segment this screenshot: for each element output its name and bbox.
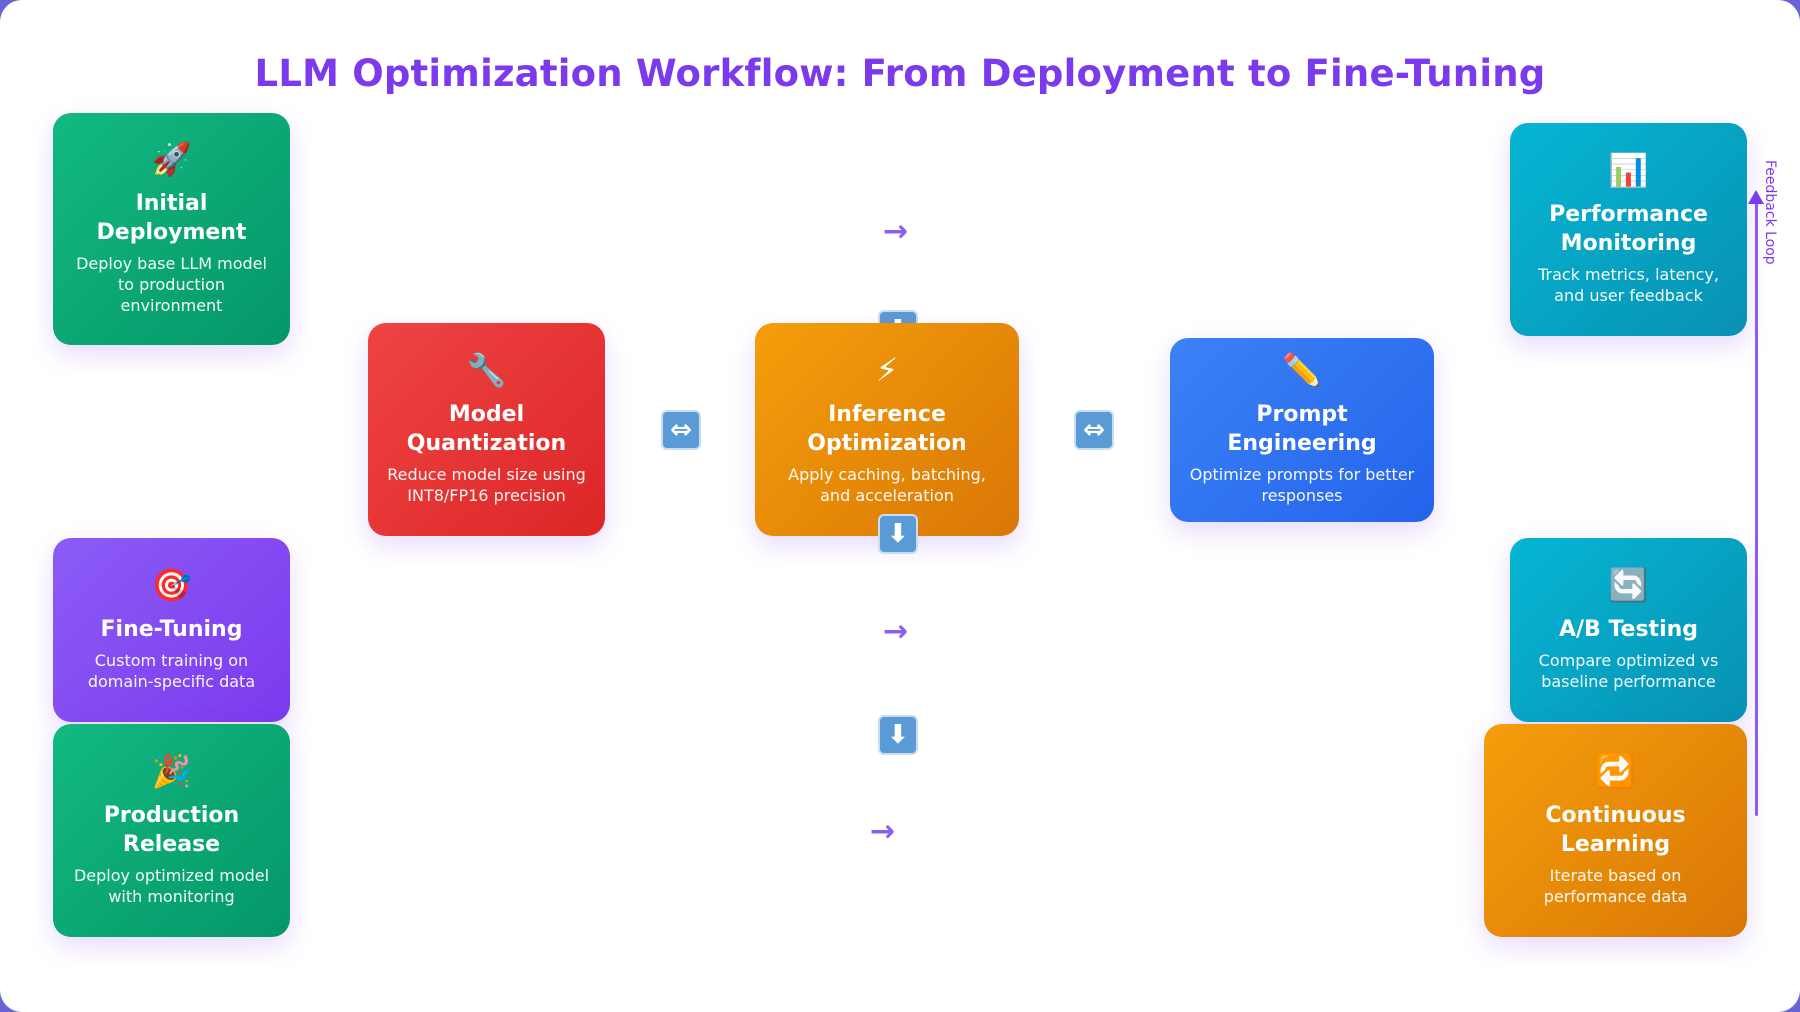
down-arrow-icon: ⬇: [878, 514, 918, 554]
right-arrow-icon: →: [883, 214, 909, 249]
node-description: Custom training on domain-specific data: [87, 650, 256, 691]
node-description: Track metrics, latency, and user feedbac…: [1538, 264, 1719, 305]
node-title: A/B Testing: [1558, 616, 1699, 642]
lightning-icon: ⚡: [875, 350, 899, 389]
node-continuous-learning[interactable]: 🔁 Continuous Learning Iterate based on p…: [1484, 724, 1747, 937]
node-description: Deploy optimized model with monitoring: [73, 865, 270, 906]
repeat-icon: 🔁: [1595, 751, 1636, 790]
node-title: Performance Monitoring: [1549, 201, 1708, 256]
node-initial-deployment[interactable]: 🚀 Initial Deployment Deploy base LLM mod…: [53, 113, 290, 345]
node-description: Iterate based on performance data: [1543, 865, 1688, 906]
left-right-arrow-icon: ⇔: [661, 410, 701, 450]
node-fine-tuning[interactable]: 🎯 Fine-Tuning Custom training on domain-…: [53, 538, 290, 722]
party-popper-icon: 🎉: [151, 751, 192, 790]
left-right-arrow-icon: ⇔: [1074, 410, 1114, 450]
node-description: Compare optimized vs baseline performanc…: [1538, 650, 1719, 691]
node-title: Fine-Tuning: [100, 616, 243, 642]
node-description: Deploy base LLM model to production envi…: [76, 253, 267, 315]
node-production-release[interactable]: 🎉 Production Release Deploy optimized mo…: [53, 724, 290, 937]
down-arrow-icon: ⬇: [878, 715, 918, 755]
target-icon: 🎯: [151, 565, 192, 604]
node-description: Optimize prompts for better responses: [1189, 465, 1415, 505]
node-model-quantization[interactable]: 🔧 Model Quantization Reduce model size u…: [368, 323, 605, 536]
feedback-loop-line: [1755, 196, 1758, 816]
wrench-icon: 🔧: [466, 350, 507, 389]
node-inference-optimization[interactable]: ⚡ Inference Optimization Apply caching, …: [755, 323, 1019, 536]
diagram-title: LLM Optimization Workflow: From Deployme…: [254, 52, 1546, 95]
rocket-icon: 🚀: [151, 139, 192, 178]
feedback-loop-label: Feedback Loop: [1762, 160, 1778, 265]
refresh-icon: 🔄: [1608, 565, 1649, 604]
bar-chart-icon: 📊: [1608, 150, 1649, 189]
right-arrow-icon: →: [883, 614, 909, 649]
node-performance-monitoring[interactable]: 📊 Performance Monitoring Track metrics, …: [1510, 123, 1747, 336]
node-title: Inference Optimization: [807, 401, 967, 456]
node-description: Apply caching, batching, and acceleratio…: [788, 464, 986, 505]
right-arrow-icon: →: [870, 814, 896, 849]
node-title: Prompt Engineering: [1227, 402, 1377, 456]
node-title: Continuous Learning: [1545, 802, 1686, 857]
node-description: Reduce model size using INT8/FP16 precis…: [387, 464, 586, 505]
node-title: Model Quantization: [406, 401, 567, 456]
pencil-icon: ✏️: [1282, 351, 1322, 389]
node-title: Production Release: [103, 802, 240, 857]
node-title: Initial Deployment: [96, 190, 247, 245]
node-ab-testing[interactable]: 🔄 A/B Testing Compare optimized vs basel…: [1510, 538, 1747, 722]
feedback-loop-arrowhead: [1748, 190, 1764, 204]
node-prompt-engineering[interactable]: ✏️ Prompt Engineering Optimize prompts f…: [1170, 338, 1434, 522]
